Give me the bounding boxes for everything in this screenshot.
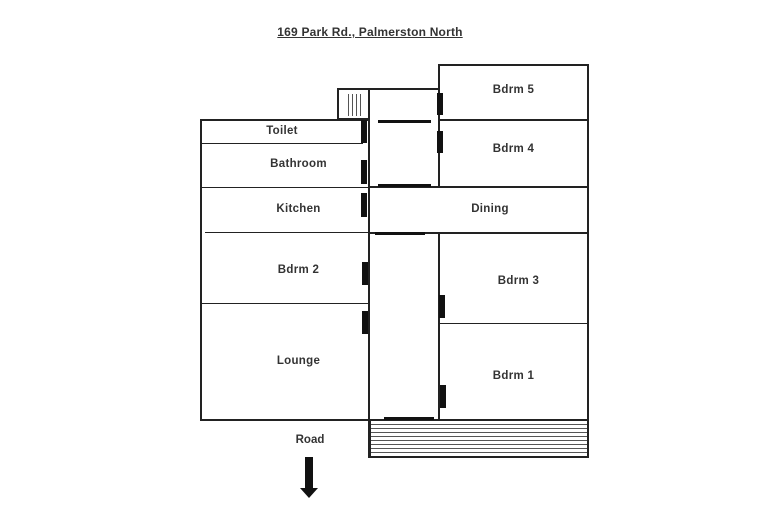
door xyxy=(437,131,443,153)
wall xyxy=(205,232,369,233)
wall xyxy=(200,143,363,144)
room-bdrm4: Bdrm 4 xyxy=(492,143,535,155)
room-bdrm2: Bdrm 2 xyxy=(277,264,320,276)
door xyxy=(361,193,367,217)
arrow-shaft xyxy=(305,457,313,489)
road-label: Road xyxy=(295,434,325,446)
door xyxy=(437,93,443,115)
room-toilet: Toilet xyxy=(266,125,298,137)
wall xyxy=(200,187,369,188)
door xyxy=(378,120,431,123)
door xyxy=(361,160,367,184)
door xyxy=(384,417,434,420)
wall xyxy=(370,232,588,234)
wall xyxy=(370,419,588,421)
room-bdrm1: Bdrm 1 xyxy=(492,370,535,382)
wall xyxy=(200,419,370,421)
back-stairs xyxy=(337,88,370,120)
page-title: 169 Park Rd., Palmerston North xyxy=(277,25,463,39)
room-lounge: Lounge xyxy=(276,355,321,367)
wall xyxy=(370,186,588,188)
room-bdrm3: Bdrm 3 xyxy=(497,275,540,287)
wall xyxy=(438,119,588,121)
wall xyxy=(438,323,588,324)
wall xyxy=(587,64,589,457)
wall xyxy=(438,64,589,66)
door xyxy=(439,295,445,318)
wall xyxy=(368,88,439,90)
door xyxy=(362,262,368,285)
arrow-head xyxy=(300,488,318,498)
room-bathroom: Bathroom xyxy=(270,158,327,170)
room-bdrm5: Bdrm 5 xyxy=(492,84,535,96)
wall xyxy=(200,119,369,121)
stair-steps xyxy=(345,94,361,116)
wall xyxy=(200,119,202,421)
wall xyxy=(438,233,440,420)
door xyxy=(440,385,446,408)
door xyxy=(362,311,368,334)
wall xyxy=(438,120,440,186)
wall xyxy=(200,303,369,304)
door xyxy=(361,120,367,143)
door xyxy=(378,184,431,187)
wall xyxy=(438,64,440,120)
door xyxy=(375,232,425,235)
front-porch xyxy=(369,421,589,458)
wall xyxy=(368,88,370,458)
room-dining: Dining xyxy=(471,203,509,215)
room-kitchen: Kitchen xyxy=(276,203,321,215)
